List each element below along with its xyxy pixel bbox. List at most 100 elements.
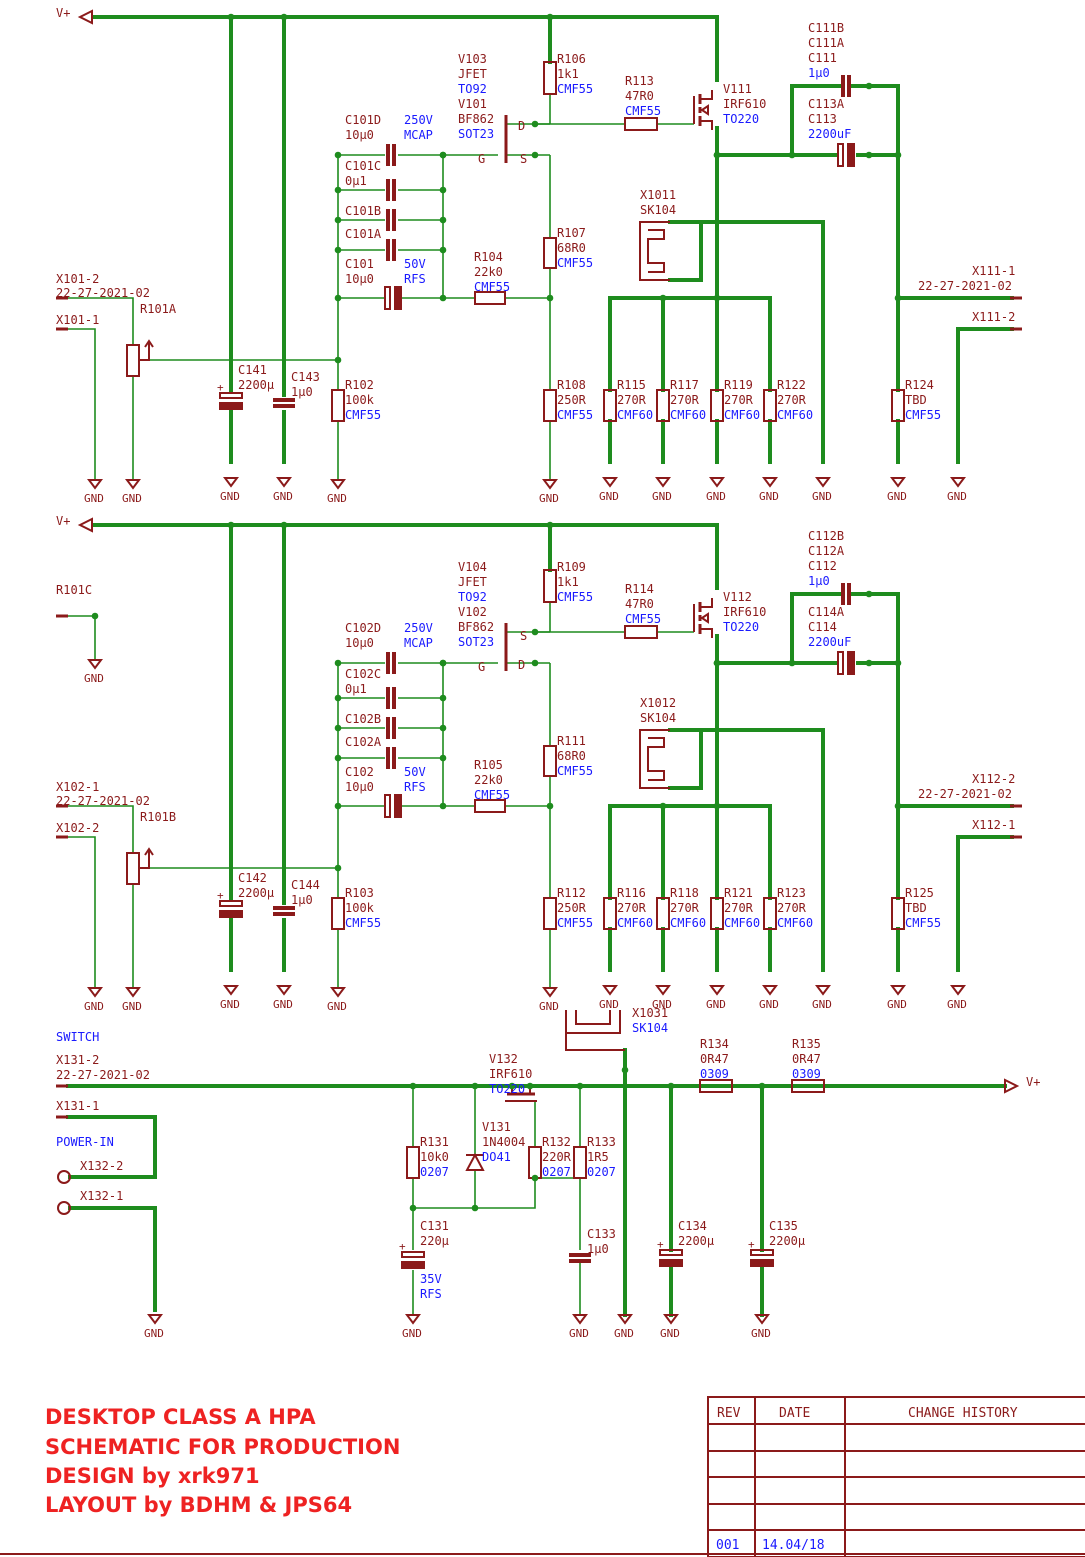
junction-dot xyxy=(280,13,288,21)
junction-dot xyxy=(659,294,667,302)
resistor xyxy=(763,389,777,422)
gnd-symbol xyxy=(709,985,725,996)
junction-dot xyxy=(713,294,721,302)
cap-type: RFS xyxy=(404,780,426,794)
vplus-label: V+ xyxy=(1026,1075,1040,1089)
resistor-label: R131 xyxy=(420,1135,449,1149)
resistor-label: CMF55 xyxy=(557,408,593,422)
mosfet-label: IRF610 xyxy=(489,1067,532,1081)
connector-label: X102-1 xyxy=(56,780,99,794)
gnd-symbol xyxy=(602,985,618,996)
supply-arrow xyxy=(1004,1078,1020,1094)
connector-label: X132-2 xyxy=(80,1159,123,1173)
cap-value: 2200µ xyxy=(678,1234,714,1248)
gnd-symbol xyxy=(405,1314,421,1325)
resistor xyxy=(543,745,557,777)
resistor xyxy=(710,897,724,930)
resistor-label: R111 xyxy=(557,734,586,748)
junction-dot xyxy=(227,521,235,529)
junction-dot xyxy=(713,151,721,159)
junction-dot xyxy=(894,659,902,667)
plus-sign: + xyxy=(748,1238,755,1251)
resistor-label: 220R xyxy=(542,1150,572,1164)
history-change-header: CHANGE HISTORY xyxy=(908,1406,1018,1421)
junction-dot xyxy=(439,294,447,302)
vplus-label: V+ xyxy=(56,6,70,20)
gnd-label: GND xyxy=(706,998,726,1011)
resistor xyxy=(474,799,506,813)
resistor-label: 0R47 xyxy=(700,1052,729,1066)
cap-label: C102A xyxy=(345,735,382,749)
resistor-label: CMF55 xyxy=(625,612,661,626)
mosfet-label: V111 xyxy=(723,82,752,96)
gnd-label: GND xyxy=(887,490,907,503)
resistor-label: R124 xyxy=(905,378,934,392)
connector-label: X112-2 xyxy=(972,772,1015,786)
resistor-label: 0309 xyxy=(792,1067,821,1081)
electrolytic-capacitor xyxy=(659,1249,683,1256)
resistor-label: CMF55 xyxy=(557,590,593,604)
wire xyxy=(93,15,719,82)
junction-dot xyxy=(439,802,447,810)
resistor-label: R102 xyxy=(345,378,374,392)
resistor-label: R105 xyxy=(474,758,503,772)
resistor-label: CMF55 xyxy=(474,788,510,802)
cap-label: C111 xyxy=(808,51,837,65)
resistor-label: CMF60 xyxy=(777,916,813,930)
resistor-label: 1k1 xyxy=(557,67,579,81)
connector-date: 22-27-2021-02 xyxy=(56,1068,150,1082)
mosfet xyxy=(700,90,713,100)
resistor-label: 1R5 xyxy=(587,1150,609,1164)
wire xyxy=(850,84,900,392)
gnd-symbol xyxy=(663,1314,679,1325)
wire xyxy=(699,728,825,972)
junction-dot xyxy=(439,724,447,732)
junction-dot xyxy=(439,216,447,224)
gnd-label: GND xyxy=(273,490,293,503)
resistor xyxy=(543,61,557,95)
cap-label: C102D xyxy=(345,621,381,635)
history-date-value: 14.04/18 xyxy=(762,1538,825,1553)
resistor-label: CMF55 xyxy=(557,916,593,930)
cap-label: C134 xyxy=(678,1219,707,1233)
gnd-symbol xyxy=(950,985,966,996)
electrolytic-capacitor xyxy=(394,286,402,310)
gnd-symbol xyxy=(890,985,906,996)
transistor-package: SOT23 xyxy=(458,127,494,141)
gnd-symbol xyxy=(815,477,831,488)
gnd-symbol xyxy=(405,1314,421,1325)
jfet-drain-pin: D xyxy=(518,119,525,133)
wire xyxy=(956,327,1014,464)
thin-wires xyxy=(62,94,694,1315)
cap-value: 2200µ xyxy=(238,886,274,900)
thin-wire xyxy=(62,836,96,988)
resistor-label: 100k xyxy=(345,901,375,915)
jfet-source-pin: S xyxy=(520,629,527,643)
resistor-label: R109 xyxy=(557,560,586,574)
plus-sign: + xyxy=(399,1240,406,1253)
heatsink xyxy=(647,229,665,273)
resistor-label: 68R0 xyxy=(557,749,586,763)
resistor-label: 0207 xyxy=(587,1165,616,1179)
junction-dot xyxy=(546,521,554,529)
connector-label: X111-1 xyxy=(972,264,1015,278)
connector-label: X132-1 xyxy=(80,1189,123,1203)
resistor-label: 47R0 xyxy=(625,89,654,103)
history-rev-header: REV xyxy=(717,1406,741,1421)
gnd-symbol xyxy=(617,1314,633,1325)
junction-dot xyxy=(334,246,342,254)
gnd-label: GND xyxy=(539,1000,559,1013)
electrolytic-capacitor xyxy=(219,392,243,399)
title-line-3: DESIGN by xrk971 xyxy=(45,1464,260,1488)
resistor-label: R114 xyxy=(625,582,654,596)
mosfet xyxy=(700,628,713,638)
jfet-source-pin: S xyxy=(520,152,527,166)
resistor xyxy=(891,897,905,930)
connector-date: 22-27-2021-02 xyxy=(56,794,150,808)
gnd-label: GND xyxy=(599,490,619,503)
gnd-label: GND xyxy=(122,1000,142,1013)
gnd-symbol xyxy=(950,477,966,488)
electrolytic-capacitor xyxy=(401,1261,425,1269)
components xyxy=(56,9,1022,1325)
gnd-label: GND xyxy=(614,1327,634,1340)
